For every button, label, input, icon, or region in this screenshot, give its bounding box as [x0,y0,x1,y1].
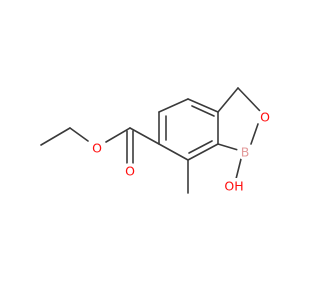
ring-oxygen-atom: O [257,109,273,125]
bond-ring-top-inner [191,105,215,117]
bond-ethyl [40,127,71,146]
bond-ch2-ring [217,87,239,113]
bond-ring-lower-right [187,143,219,161]
carbonyl-oxygen-atom: O [122,163,138,179]
boron-atom: B [237,144,253,160]
bond-b-ring [217,143,239,151]
atom-labels: O B OH O O [89,109,273,194]
hydroxyl-label: OH [224,179,243,194]
bond-b-oh [235,158,242,180]
ester-oxygen-atom: O [89,140,105,156]
bond-ester-o-ch2 [69,127,89,142]
bond-ring-lower-left [158,143,189,161]
bond-ring-upper-left [158,98,189,113]
ester-oxygen-label: O [92,141,102,156]
bond-ch2-o [237,87,261,112]
bond-ring-carbonyl [129,127,160,145]
hydroxyl-group: OH [222,178,246,194]
molecule-diagram: O B OH O O [40,87,273,194]
bond-o-b [250,123,259,145]
carbonyl-oxygen-label: O [125,164,135,179]
ring-oxygen-label: O [260,110,270,125]
bond-ring-lower-right-inner [188,140,213,154]
bonds [40,87,261,194]
boron-label: B [241,145,250,160]
bond-carbonyl-ester-o [105,127,131,143]
bond-ring-top [187,98,219,113]
